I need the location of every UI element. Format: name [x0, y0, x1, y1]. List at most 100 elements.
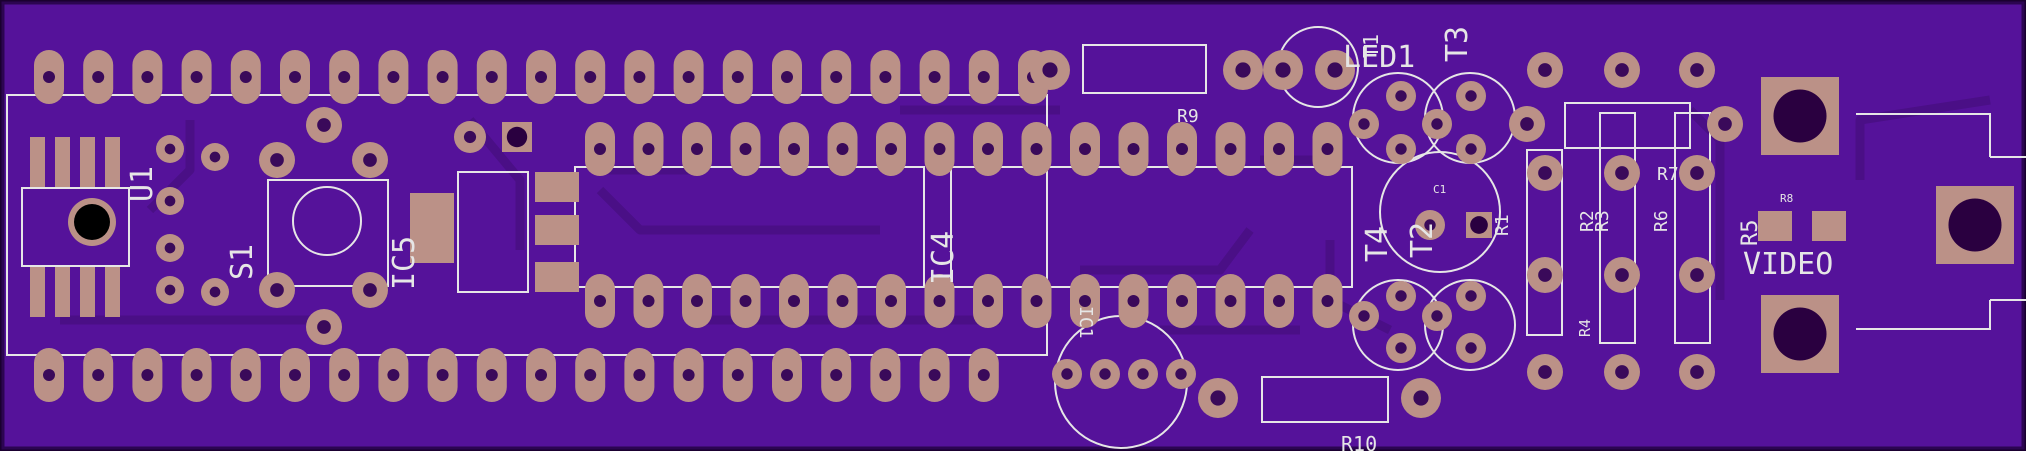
label-r9: R9 [1177, 106, 1199, 127]
resistor-pad-hole [1690, 365, 1704, 379]
u1-pad-hole [164, 242, 176, 254]
header-top-pin-hole [289, 71, 301, 83]
video-connector-pad-hole [1773, 307, 1827, 361]
header-top-pin-hole [338, 71, 351, 83]
label-video: VIDEO [1743, 247, 1833, 282]
pin-pads [34, 50, 2014, 418]
ic5-smd-pad [410, 193, 454, 263]
header-top-pin-hole [584, 71, 597, 83]
ic5-smd-pad [535, 172, 579, 202]
ic5-square-pad-hole [506, 126, 528, 148]
ic-bottom-pin-hole [1321, 295, 1334, 307]
resistor-pad-hole [1520, 117, 1534, 131]
ic-bottom-pin-hole [739, 295, 752, 307]
ic-top-pin-hole [1127, 143, 1140, 155]
resistor-pad-hole [1615, 63, 1629, 77]
transistor-pad-hole [1395, 342, 1407, 354]
ic-top-pin-hole [836, 143, 849, 155]
u1-smd-pad [80, 267, 95, 317]
label-t4: T4 [1360, 226, 1395, 262]
ic-bottom-pin-hole [1030, 295, 1043, 307]
header-top-pin-hole [92, 71, 105, 83]
led1-pad-hole [1275, 62, 1291, 78]
ic1-pad-hole [1137, 368, 1149, 380]
ic-top-pin-hole [594, 143, 606, 155]
label-r4: R4 [1576, 319, 1594, 337]
label-r3: R3 [1592, 210, 1613, 232]
transistor-pad-hole [1395, 90, 1407, 102]
header-top-pin-hole [436, 71, 449, 83]
u1-pad-hole [209, 286, 221, 298]
silk-labels: U1 S1 IC5 IC4 R9 LED1 T1 T3 T4 T2 C1 R1 … [125, 26, 1833, 451]
transistor-pad-hole [1465, 290, 1477, 302]
ic-top-pin-hole [1079, 143, 1091, 155]
label-t2: T2 [1405, 222, 1440, 258]
u1-pad-hole [164, 143, 176, 155]
header-top-pin-hole [485, 71, 498, 83]
header-bottom-pin-hole [781, 369, 793, 381]
transistor-pad-hole [1358, 310, 1370, 322]
header-top-pin-hole [239, 71, 252, 83]
label-u1: U1 [125, 166, 160, 202]
s1-pad-hole [270, 283, 284, 297]
ic4-outline [950, 166, 1353, 288]
ic-top-pin-hole [1224, 143, 1237, 155]
ic-bottom-pin-hole [691, 295, 703, 307]
s1-pad-hole [270, 153, 284, 167]
header-bottom-pin-hole [92, 369, 105, 381]
header-bottom-pin-hole [928, 369, 941, 381]
label-r2: R2 [1577, 210, 1598, 232]
ic-top-pin-hole [1321, 143, 1334, 155]
header-bottom-pin-hole [633, 369, 646, 381]
label-t3: T3 [1440, 26, 1475, 62]
label-ic5: IC5 [387, 236, 422, 290]
ic1-pad-hole [1099, 368, 1111, 380]
r10-outline [1261, 376, 1389, 423]
transistor-pad-hole [1465, 143, 1477, 155]
label-led1: LED1 [1343, 40, 1415, 75]
ic-top-pin-hole [933, 143, 946, 155]
ic-bottom-pin-hole [1273, 295, 1285, 307]
transistor-pad-hole [1465, 90, 1477, 102]
ic-bottom-pin-hole [885, 295, 897, 307]
header-bottom-pin-hole [141, 369, 154, 381]
label-ic1: IC1 [1075, 306, 1096, 339]
ic5-smd-pad [535, 215, 579, 245]
ic-bottom-pin-hole [982, 295, 994, 307]
resistor-pad-hole [1538, 63, 1552, 77]
video-connector-pad-hole [1948, 198, 2002, 252]
ic-bottom-pin-hole [933, 295, 946, 307]
header-top-pin-hole [633, 71, 646, 83]
u1-smd-pad [105, 267, 120, 317]
header-bottom-pin-hole [584, 369, 597, 381]
header-bottom-pin-hole [239, 369, 252, 381]
smd-pads [30, 137, 1846, 317]
label-r7: R7 [1657, 164, 1679, 185]
ic-bottom-pin-hole [1079, 295, 1091, 307]
transistor-pad-hole [1395, 290, 1407, 302]
ic-top-pin-hole [1176, 143, 1188, 155]
header-top-pin-hole [928, 71, 941, 83]
r10-pad-hole [1413, 390, 1429, 406]
ic-bottom-pin-hole [788, 295, 800, 307]
u1-smd-pad [55, 267, 70, 317]
transistor-pad-hole [1395, 143, 1407, 155]
s1-pad-hole [317, 118, 331, 132]
ic-top-pin-hole [739, 143, 752, 155]
resistor-pad-hole [1615, 268, 1629, 282]
s1-outline [267, 179, 389, 287]
label-r8: R8 [1780, 192, 1793, 205]
ic1-pad-hole [1061, 368, 1073, 380]
video-connector-pad-hole [1773, 89, 1827, 143]
ic-top-pin-hole [982, 143, 994, 155]
u1-pad-hole [164, 284, 176, 296]
header-bottom-pin-hole [190, 369, 203, 381]
resistor-pad-hole [1690, 63, 1704, 77]
header-bottom-pin-hole [731, 369, 744, 381]
ic5-pad-hole [463, 130, 477, 144]
ic-bottom-pin-hole [642, 295, 655, 307]
header-bottom-pin-hole [436, 369, 449, 381]
header-top-pin-hole [879, 71, 892, 83]
ic5-smd-pad [535, 262, 579, 292]
